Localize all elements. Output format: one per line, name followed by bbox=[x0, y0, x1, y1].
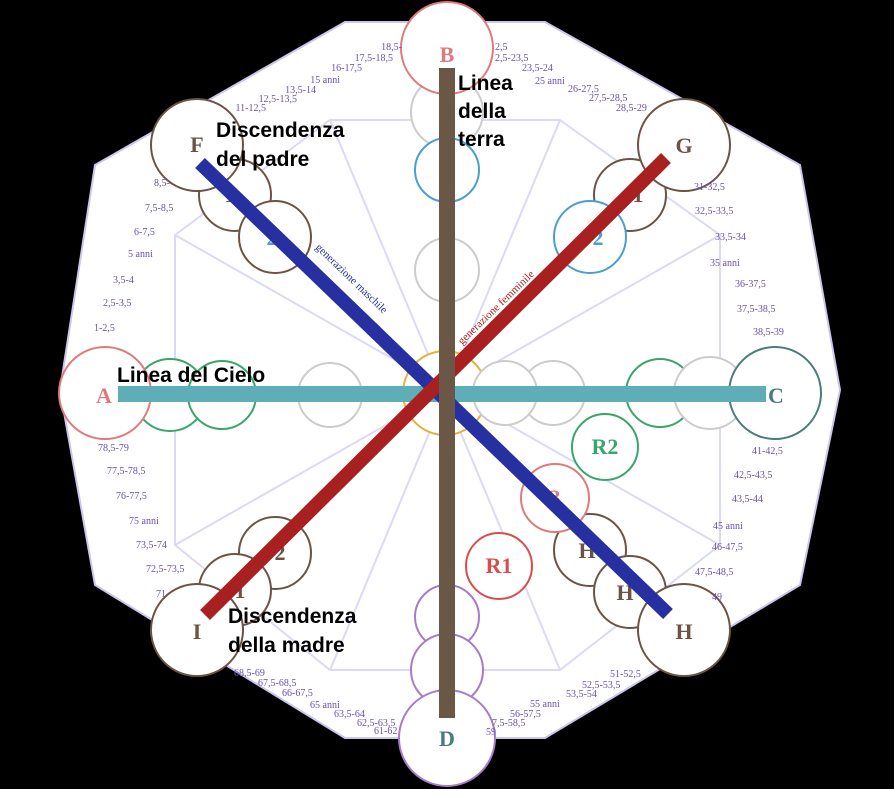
age-label: 37,5-38,5 bbox=[737, 304, 775, 315]
earth-label-line2: della bbox=[458, 100, 506, 123]
age-label: 55 anni bbox=[530, 699, 560, 710]
node-c-letter: C bbox=[768, 383, 784, 408]
mother-label-line2: della madre bbox=[228, 634, 345, 657]
age-label: 46-47,5 bbox=[712, 542, 743, 553]
ages-top-left: 18,5- 17,5-18,5 16-17,5 15 anni 13,5-14 … bbox=[236, 42, 402, 114]
age-label: 11-12,5 bbox=[236, 103, 266, 114]
age-label: 53,5-54 bbox=[566, 689, 597, 700]
age-label: 23,5-24 bbox=[522, 63, 553, 74]
ages-right-upper: 31-32,5 32,5-33,5 33,5-34 35 anni 36-37,… bbox=[694, 182, 784, 338]
faint-letter-7: 1 bbox=[235, 578, 246, 603]
age-label: 67,5-68,5 bbox=[258, 678, 296, 689]
age-label: 36-37,5 bbox=[735, 279, 766, 290]
age-label: 26-27,5 bbox=[568, 84, 599, 95]
age-label: 2,5 bbox=[495, 42, 508, 53]
faint-letter-5: 2 bbox=[593, 225, 604, 250]
age-label: 27,5-28,5 bbox=[589, 93, 627, 104]
node-i-letter: I bbox=[193, 619, 202, 644]
age-label: 31-32,5 bbox=[694, 182, 725, 193]
age-label: 47,5-48,5 bbox=[695, 567, 733, 578]
age-label: 18,5- bbox=[381, 42, 402, 53]
earth-label-line3: terra bbox=[458, 128, 505, 151]
heaven-line-label: Linea del Cielo bbox=[117, 364, 265, 387]
node-g-letter: G bbox=[675, 133, 692, 158]
node-f-letter: F bbox=[190, 132, 203, 157]
age-label: 76-77,5 bbox=[116, 491, 147, 502]
father-label-line1: Discendenza bbox=[216, 119, 345, 142]
ages-left-upper: 8,5- 7,5-8,5 6-7,5 5 anni 3,5-4 2,5-3,5 … bbox=[94, 178, 173, 334]
age-label: 17,5-18,5 bbox=[355, 53, 393, 64]
age-label: 28,5-29 bbox=[616, 103, 647, 114]
age-label: 78,5-79 bbox=[98, 443, 129, 454]
age-label: 43,5-44 bbox=[732, 494, 763, 505]
age-label: 45 anni bbox=[713, 521, 743, 532]
faint-letter-6: 2 bbox=[275, 540, 286, 565]
age-label: 63,5-64 bbox=[334, 709, 365, 720]
ages-right-lower: 41-42,5 42,5-43,5 43,5-44 45 anni 46-47,… bbox=[695, 446, 783, 603]
age-label: 56-57,5 bbox=[510, 709, 541, 720]
age-label: 25 anni bbox=[535, 76, 565, 87]
age-label: 75 anni bbox=[129, 516, 159, 527]
age-label: 62,5-63,5 bbox=[357, 718, 395, 729]
age-label: 8,5- bbox=[154, 178, 170, 189]
ages-bottom-right: 51-52,5 52,5-53,5 53,5-54 55 anni 56-57,… bbox=[486, 669, 641, 738]
outer-circles bbox=[58, 1, 822, 787]
node-b-letter: B bbox=[440, 42, 455, 67]
age-label: 2,5-23,5 bbox=[495, 53, 528, 64]
age-label: 73,5-74 bbox=[136, 540, 167, 551]
age-label: 2,5-3,5 bbox=[103, 298, 131, 309]
age-label: 7,5-8,5 bbox=[145, 203, 173, 214]
age-label: 59 bbox=[486, 727, 496, 738]
age-label: 5 anni bbox=[128, 249, 153, 260]
earth-label-line1: Linea bbox=[458, 72, 513, 95]
mother-label: Discendenza della madre bbox=[228, 605, 357, 657]
age-label: 41-42,5 bbox=[752, 446, 783, 457]
age-label: 72,5-73,5 bbox=[146, 564, 184, 575]
age-label: 3,5-4 bbox=[113, 275, 134, 286]
node-r1 bbox=[465, 532, 533, 600]
age-label: 15 anni bbox=[310, 75, 340, 86]
node-d-letter: D bbox=[439, 726, 455, 751]
age-label: 66-67,5 bbox=[282, 688, 313, 699]
age-label: 7,5-58,5 bbox=[492, 718, 525, 729]
age-label: 49 bbox=[712, 592, 722, 603]
ages-bottom-left: 68,5-69 67,5-68,5 66-67,5 65 anni 63,5-6… bbox=[234, 668, 397, 737]
age-label: 12,5-13,5 bbox=[259, 94, 297, 105]
age-label: 42,5-43,5 bbox=[734, 470, 772, 481]
age-label: 1-2,5 bbox=[94, 323, 115, 334]
ages-left-lower: 78,5-79 77,5-78,5 76-77,5 75 anni 73,5-7… bbox=[98, 443, 184, 600]
node-a-letter: A bbox=[96, 383, 112, 408]
age-label: 38,5-39 bbox=[753, 327, 784, 338]
age-label: 65 anni bbox=[310, 700, 340, 711]
node-letters: B D A C F G I H R2 R1 bbox=[96, 42, 784, 751]
age-label: 13,5-14 bbox=[285, 85, 316, 96]
age-label: 77,5-78,5 bbox=[107, 466, 145, 477]
father-label: Discendenza del padre bbox=[216, 119, 345, 171]
node-f-circle bbox=[150, 98, 244, 192]
age-label: 32,5-33,5 bbox=[695, 206, 733, 217]
node-h-letter: H bbox=[675, 619, 692, 644]
father-label-line2: del padre bbox=[216, 148, 309, 171]
mother-label-line1: Discendenza bbox=[228, 605, 357, 628]
age-label: 52,5-53,5 bbox=[582, 680, 620, 691]
age-label: 61-62 bbox=[374, 726, 397, 737]
age-label: 35 anni bbox=[710, 258, 740, 269]
age-label: 68,5-69 bbox=[234, 668, 265, 679]
age-label: 16-17,5 bbox=[331, 63, 362, 74]
age-label: 33,5-34 bbox=[715, 232, 746, 243]
node-r1-letter: R1 bbox=[486, 553, 513, 578]
age-label: 51-52,5 bbox=[610, 669, 641, 680]
earth-line-label: Linea della terra bbox=[458, 72, 513, 151]
female-line bbox=[200, 153, 671, 620]
node-r2-letter: R2 bbox=[592, 434, 619, 459]
ages-top-right: 2,5 2,5-23,5 23,5-24 25 anni 26-27,5 27,… bbox=[495, 42, 647, 114]
age-label: 71 bbox=[156, 589, 166, 600]
node-r2 bbox=[571, 413, 639, 481]
age-label: 6-7,5 bbox=[134, 227, 155, 238]
